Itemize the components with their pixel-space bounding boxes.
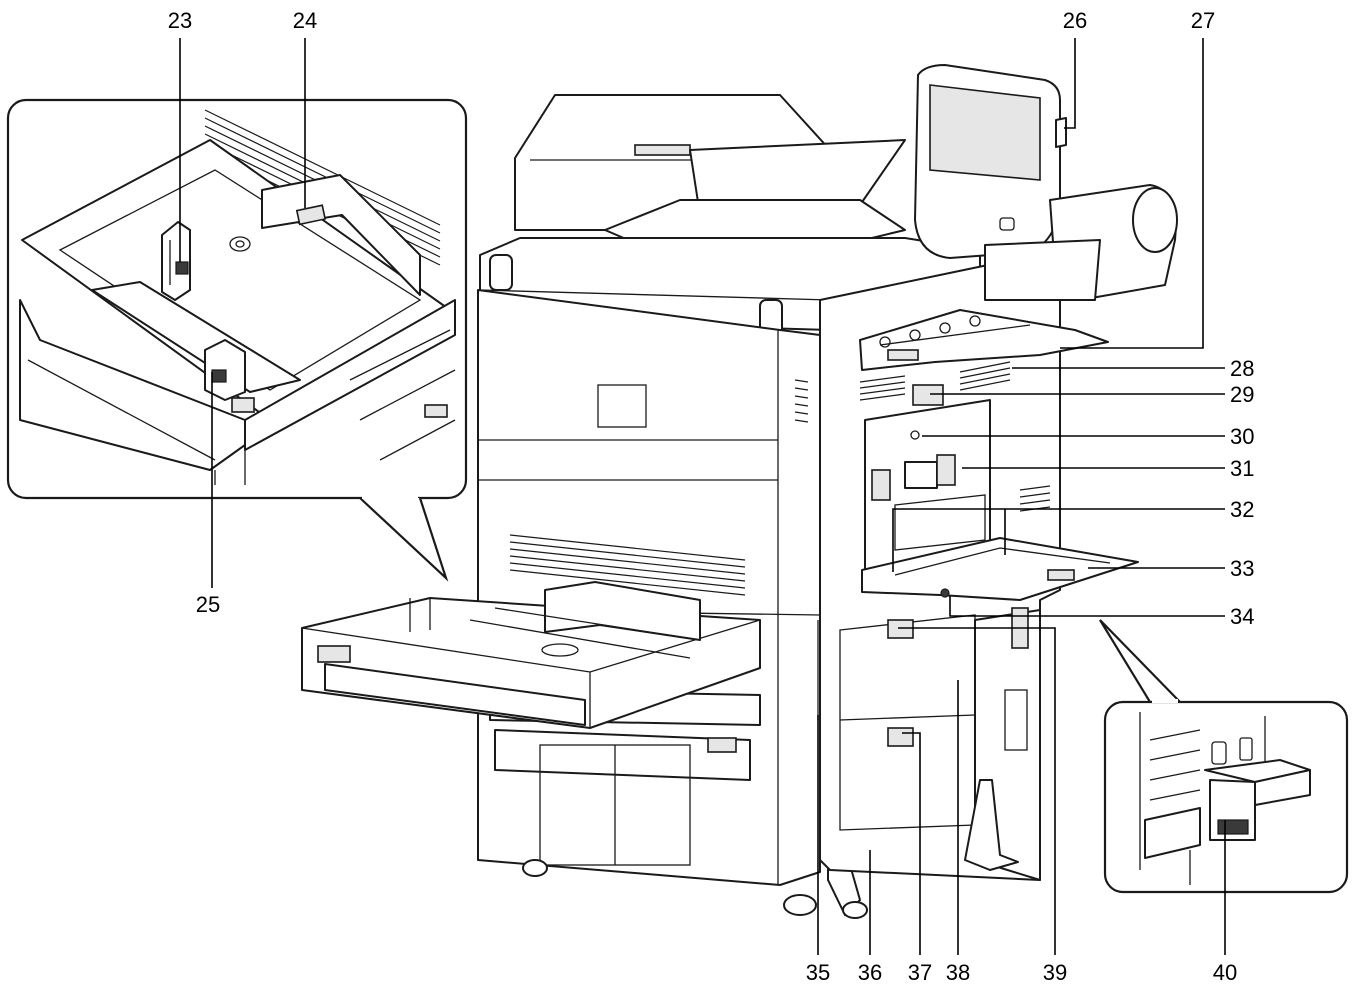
power-switch-inset <box>1099 619 1349 894</box>
callout-29: 29 <box>1230 382 1254 407</box>
cassette-detail-inset <box>6 98 468 582</box>
callout-24: 24 <box>293 8 317 33</box>
callout-40: 40 <box>1213 960 1237 985</box>
callout-27: 27 <box>1191 8 1215 33</box>
callout-39: 39 <box>1043 960 1067 985</box>
callout-33: 33 <box>1230 556 1254 581</box>
leader-32b <box>892 508 1005 572</box>
leader-39 <box>898 627 1056 955</box>
callout-34: 34 <box>1230 604 1254 629</box>
callout-labels: 23 24 25 26 27 28 29 30 31 32 33 34 35 3… <box>168 8 1255 985</box>
callout-25: 25 <box>196 592 220 617</box>
callout-31: 31 <box>1230 456 1254 481</box>
callout-26: 26 <box>1063 8 1087 33</box>
callout-38: 38 <box>946 960 970 985</box>
leader-26 <box>1064 38 1076 129</box>
leader-34 <box>949 596 1225 617</box>
callout-23: 23 <box>168 8 192 33</box>
callout-28: 28 <box>1230 356 1254 381</box>
callout-30: 30 <box>1230 424 1254 449</box>
callout-36: 36 <box>858 960 882 985</box>
callout-32: 32 <box>1230 497 1254 522</box>
callout-37: 37 <box>908 960 932 985</box>
callout-35: 35 <box>806 960 830 985</box>
leader-27 <box>1060 38 1204 349</box>
leader-37 <box>902 732 921 955</box>
printer-main-body <box>301 64 1178 919</box>
leader-lines <box>179 38 1226 955</box>
